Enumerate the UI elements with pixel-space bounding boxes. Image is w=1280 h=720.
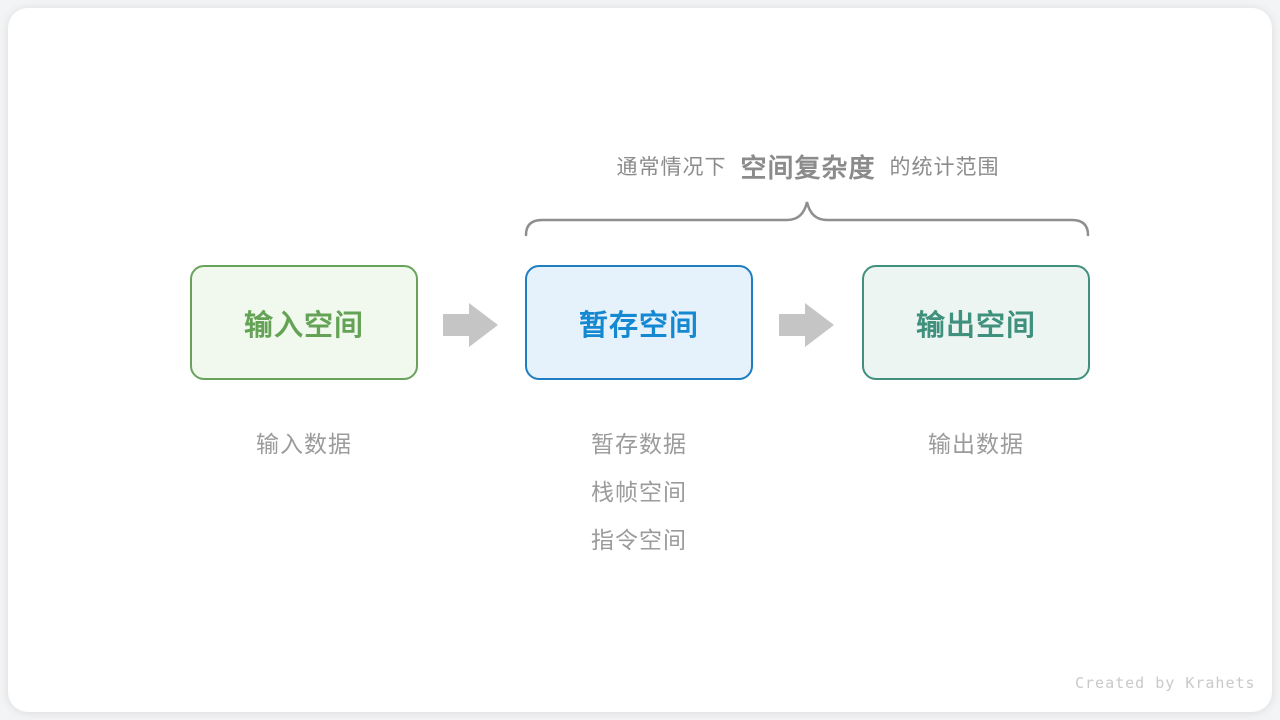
notes-buffer-space: 暂存数据 栈帧空间 指令空间 [525,420,753,564]
node-input-space-label: 输入空间 [243,309,364,342]
note-line: 指令空间 [591,527,687,553]
node-input-space: 输入空间 [190,265,418,380]
right-arrow-icon [443,303,498,347]
note-line: 栈帧空间 [591,479,687,505]
note-line: 输出数据 [928,431,1024,457]
right-arrow-icon [779,303,834,347]
title-emphasis: 空间复杂度 [740,152,876,183]
note-line: 暂存数据 [591,431,687,457]
arrow-buffer-to-output [779,302,835,348]
scope-brace [524,198,1090,238]
arrow-input-to-buffer [443,302,499,348]
curly-brace-icon [524,201,1090,237]
credit-text: Created by Krahets [1075,674,1256,692]
node-output-space: 输出空间 [862,265,1090,380]
node-buffer-space-label: 暂存空间 [578,309,699,342]
title-suffix: 的统计范围 [889,156,1000,179]
note-line: 输入数据 [256,431,352,457]
notes-input-space: 输入数据 [190,420,418,468]
title-prefix: 通常情况下 [616,156,727,179]
notes-output-space: 输出数据 [862,420,1090,468]
diagram-title: 通常情况下 空间复杂度 的统计范围 [525,146,1091,186]
node-output-space-label: 输出空间 [915,309,1036,342]
node-buffer-space: 暂存空间 [525,265,753,380]
